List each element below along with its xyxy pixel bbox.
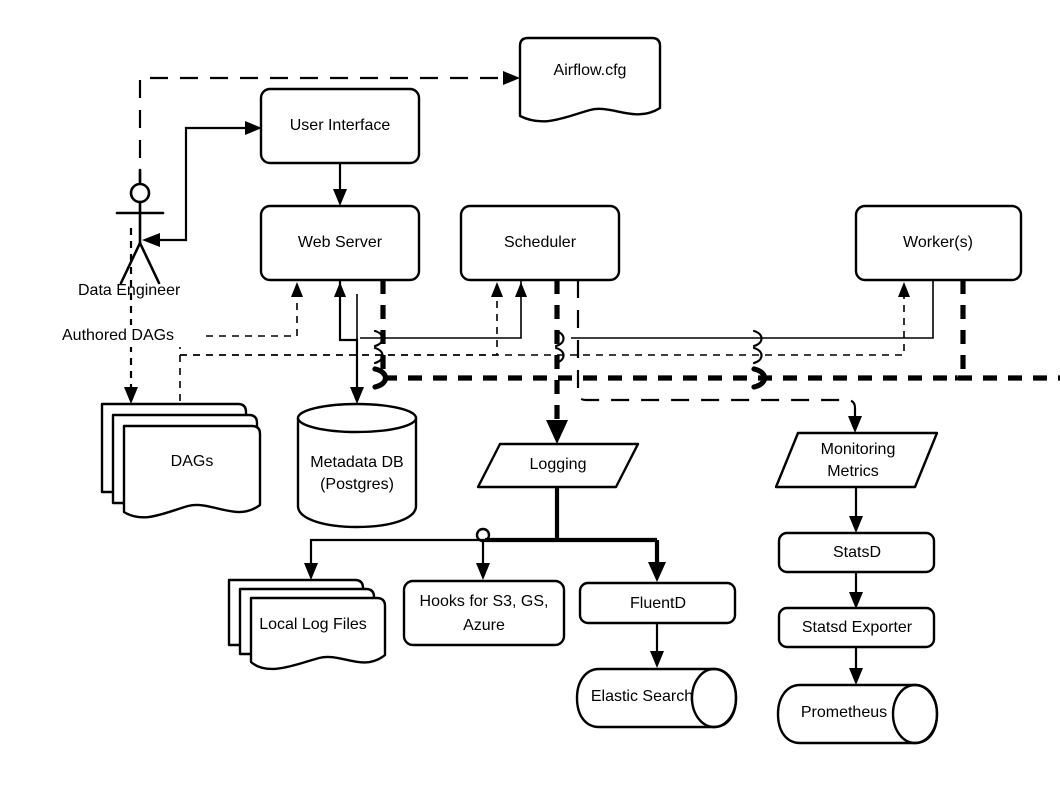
- node-prometheus[interactable]: Prometheus: [776, 683, 939, 745]
- arrowhead-engineer: [142, 233, 160, 247]
- node-workers[interactable]: Worker(s): [854, 204, 1023, 282]
- arrowhead-prometheus: [849, 668, 863, 685]
- local-log-files-shape-front: [249, 596, 387, 671]
- monitoring-metrics-shape: [774, 431, 939, 489]
- arrowhead-metadatadb: [350, 387, 364, 404]
- arrowhead-elasticsearch: [650, 651, 664, 668]
- edge-scheduler-to-metadatadb: [360, 280, 522, 339]
- arrowhead-scheduler-dags: [491, 282, 503, 297]
- edge-engineer-to-airflowcfg: [138, 76, 508, 188]
- edge-dags-to-webserver: [179, 294, 298, 401]
- hop-marker-bold-a: [372, 366, 389, 390]
- arrowhead-statsd: [849, 516, 863, 533]
- prometheus-cap: [891, 683, 939, 745]
- edge-workers-to-logging-bold: [954, 280, 966, 381]
- edge-workers-to-metadatadb-bus: [571, 280, 934, 339]
- edge-scheduler-to-monitoring: [576, 280, 857, 420]
- edge-dags-to-scheduler: [180, 294, 498, 356]
- arrowhead-webserver-top: [333, 189, 347, 206]
- node-monitoring-metrics[interactable]: Monitoring Metrics: [774, 431, 939, 489]
- actor-leg-left: [119, 241, 142, 285]
- node-user-interface[interactable]: User Interface: [259, 87, 421, 165]
- node-web-server[interactable]: Web Server: [259, 204, 421, 282]
- statsd-exporter-shape: [777, 606, 936, 649]
- arrowhead-workers-dags: [898, 282, 910, 297]
- user-interface-shape: [259, 87, 421, 165]
- authored-dags-label-backdrop: [60, 325, 205, 347]
- arrowhead-webserver-db: [334, 282, 346, 297]
- node-logging[interactable]: Logging: [476, 442, 640, 489]
- node-elastic-search[interactable]: Elastic Search: [575, 667, 738, 729]
- workers-shape: [854, 204, 1023, 282]
- metadata-db-body: [296, 416, 418, 529]
- hop-marker-c: [752, 329, 763, 348]
- arrowhead-webserver-dags: [291, 282, 303, 297]
- actor-data-engineer[interactable]: Data Engineer: [78, 168, 181, 299]
- node-scheduler[interactable]: Scheduler: [459, 204, 621, 282]
- node-statsd[interactable]: StatsD: [777, 531, 936, 574]
- arrowhead-ui-left: [245, 121, 262, 135]
- hooks-shape: [402, 579, 566, 647]
- edge-dags-to-workers: [180, 294, 905, 356]
- airflow-cfg-shape: [518, 36, 662, 123]
- arrowhead-dags-left: [124, 387, 138, 404]
- edge-logging-to-locallogfiles: [309, 538, 485, 568]
- edge-webserver-to-metadatadb: [338, 280, 359, 392]
- hop-marker-bold-b: [751, 366, 768, 390]
- fluentd-shape: [578, 581, 737, 625]
- edges-layer: [124, 71, 1060, 685]
- elastic-search-body: [575, 667, 738, 729]
- arrowhead-scheduler-up: [515, 282, 527, 297]
- node-dags[interactable]: DAGs: [100, 402, 262, 519]
- node-statsd-exporter[interactable]: Statsd Exporter: [777, 606, 936, 649]
- node-fluentd[interactable]: FluentD: [578, 581, 737, 625]
- node-metadata-db[interactable]: Metadata DB (Postgres): [296, 402, 418, 529]
- metadata-db-top: [296, 402, 418, 434]
- edge-label-layer: Authored DAGs: [60, 325, 205, 347]
- arrowhead-hooks: [476, 563, 490, 580]
- arrowhead-airflowcfg: [503, 71, 520, 85]
- node-local-log-files[interactable]: Local Log Files: [227, 578, 387, 671]
- web-server-shape: [259, 204, 421, 282]
- logging-shape: [476, 442, 640, 489]
- hop-marker-f: [752, 346, 763, 365]
- prometheus-body: [776, 683, 939, 745]
- arrowhead-locallogfiles: [304, 563, 318, 580]
- elastic-search-cap: [690, 667, 738, 729]
- arrowhead-logging-top: [546, 420, 568, 444]
- hop-circle-logging: [475, 527, 491, 543]
- actor-head-icon: [129, 182, 151, 204]
- scheduler-shape: [459, 204, 621, 282]
- arrowhead-fluentd: [648, 562, 666, 582]
- actor-leg-right: [138, 241, 161, 285]
- arrowhead-exporter: [849, 592, 863, 609]
- statsd-shape: [777, 531, 936, 574]
- dags-shape-front: [122, 424, 262, 519]
- arrowhead-monitoring-top: [848, 416, 862, 433]
- actor-label: Data Engineer: [78, 282, 181, 299]
- node-airflow-cfg[interactable]: Airflow.cfg: [518, 36, 662, 123]
- edge-ui-to-engineer: [155, 126, 252, 242]
- node-hooks[interactable]: Hooks for S3, GS, Azure: [402, 579, 566, 647]
